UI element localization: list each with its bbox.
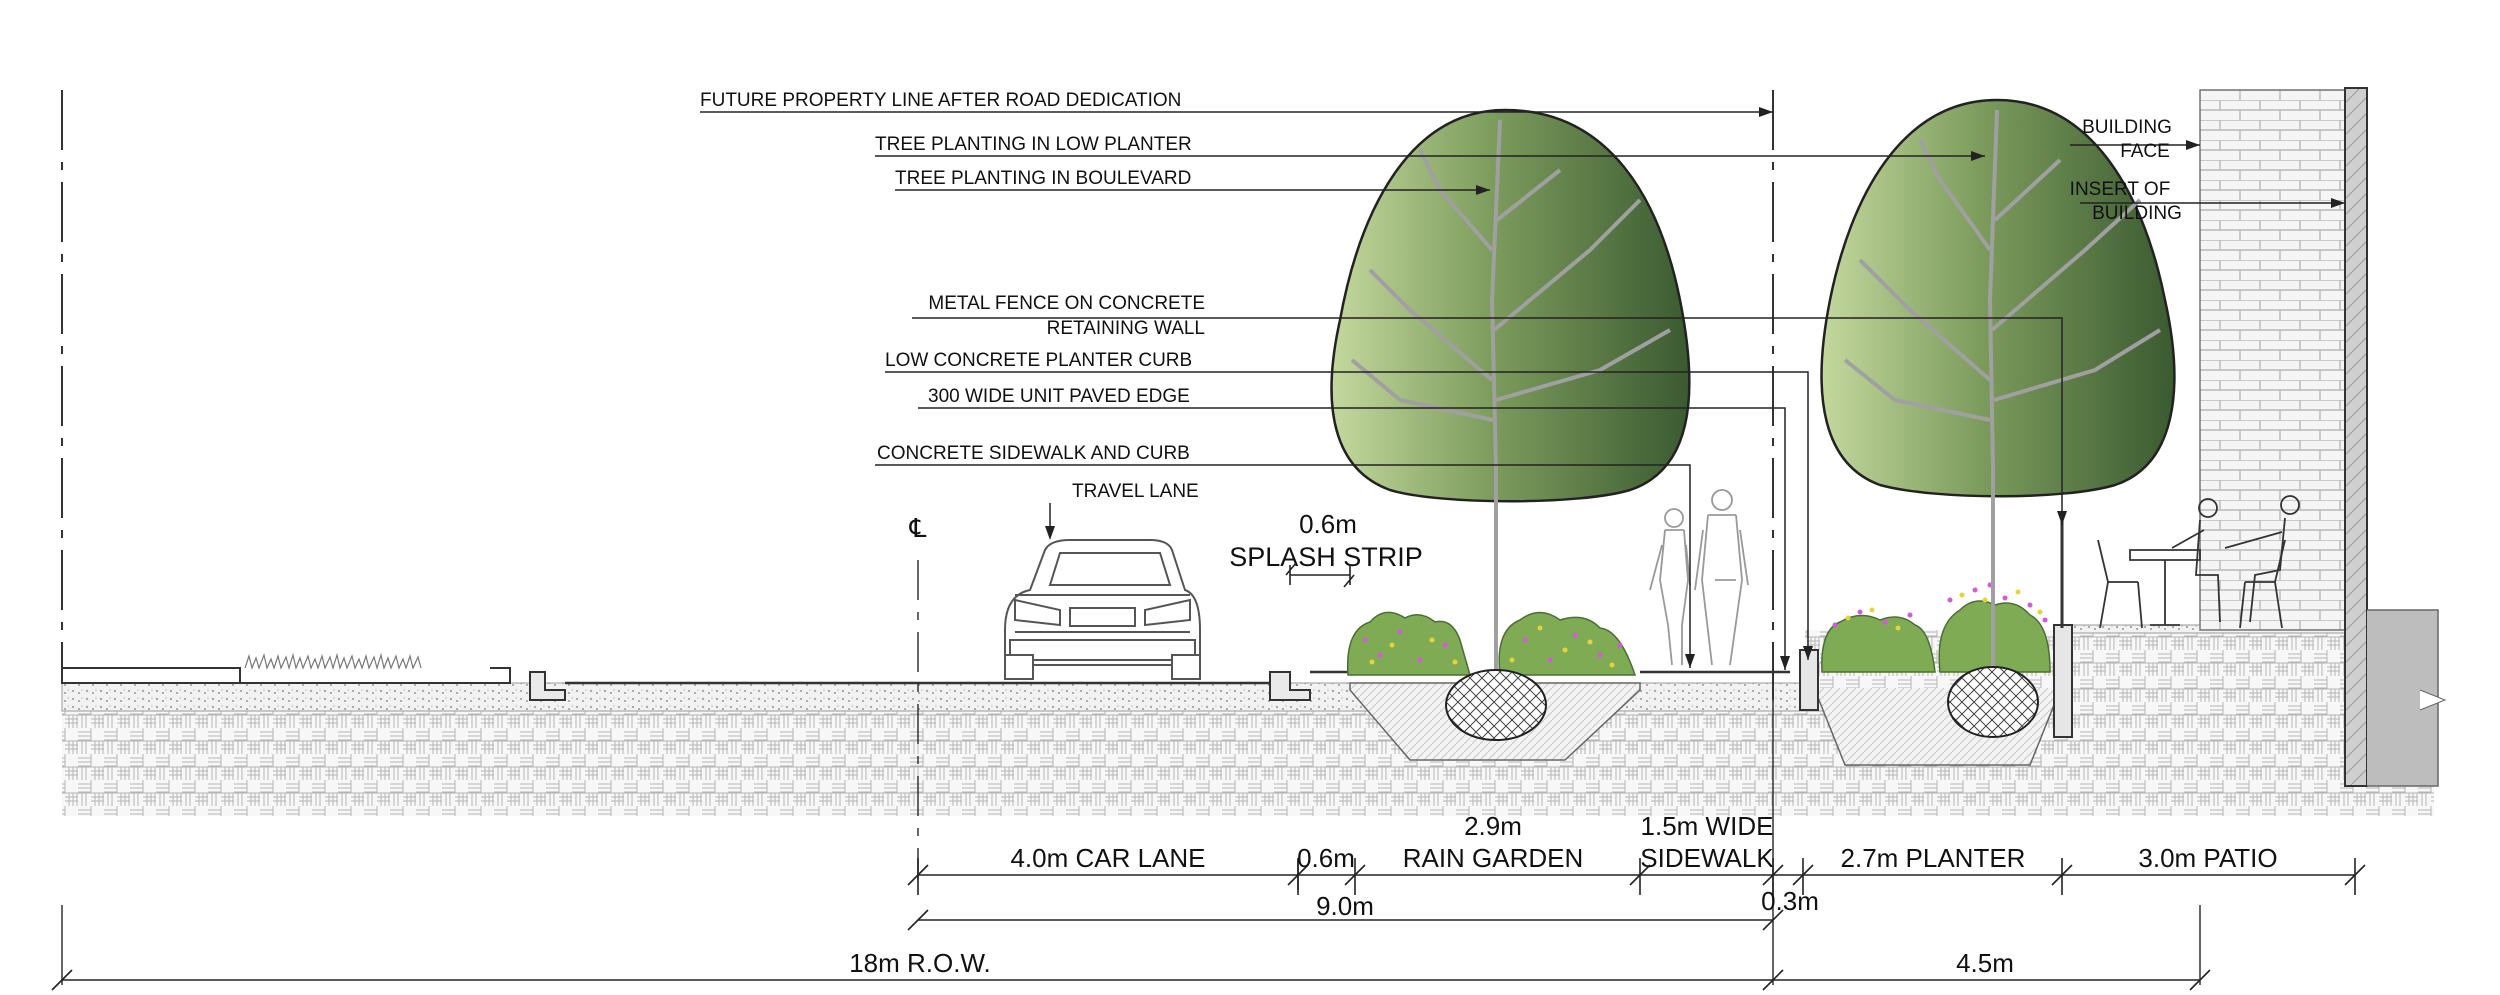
planter-tree — [1820, 98, 2176, 738]
ground-section — [61, 624, 2435, 816]
rain-garden-shrubs — [1346, 611, 1637, 676]
callout-building-face-1: BUILDING — [2082, 117, 2172, 138]
building — [2199, 87, 2447, 787]
centerline-symbol: ℄ — [909, 513, 927, 543]
boulevard-tree — [1330, 108, 1691, 741]
callout-building-face-2: FACE — [2120, 141, 2170, 162]
dim-row: 18m R.O.W. — [849, 948, 991, 978]
patio-furniture-illustration — [2097, 495, 2300, 629]
callout-sidewalk-curb: CONCRETE SIDEWALK AND CURB — [877, 443, 1190, 464]
callout-insert-building-2: BUILDING — [2092, 203, 2182, 224]
dim-car-lane: 4.0m CAR LANE — [1010, 843, 1205, 873]
dim-sidewalk: SIDEWALK — [1640, 843, 1774, 873]
callout-insert-building-1: INSERT OF — [2070, 179, 2171, 200]
car-illustration — [1004, 539, 1201, 680]
dim-rain-garden: RAIN GARDEN — [1403, 843, 1584, 873]
callout-tree-boulevard: TREE PLANTING IN BOULEVARD — [895, 168, 1191, 189]
callout-low-curb: LOW CONCRETE PLANTER CURB — [885, 350, 1192, 371]
dim-patio: 3.0m PATIO — [2138, 843, 2277, 873]
dim-rain-garden-width: 2.9m — [1464, 811, 1522, 841]
callout-future-property-line: FUTURE PROPERTY LINE AFTER ROAD DEDICATI… — [700, 90, 1181, 111]
callouts: FUTURE PROPERTY LINE AFTER ROAD DEDICATI… — [700, 90, 2182, 572]
dim-splash: 0.6m — [1297, 843, 1355, 873]
reference-lines — [61, 90, 2201, 985]
callout-metal-fence: METAL FENCE ON CONCRETE — [928, 293, 1205, 314]
pedestrians-illustration — [1649, 489, 1749, 666]
leader-arrows — [1045, 107, 2345, 670]
callout-travel-lane: TRAVEL LANE — [1072, 481, 1199, 502]
splash-strip-width: 0.6m — [1299, 509, 1357, 539]
dim-roadway-total: 9.0m — [1316, 891, 1374, 921]
callout-paved-edge: 300 WIDE UNIT PAVED EDGE — [928, 386, 1190, 407]
dim-sidewalk-width: 1.5m WIDE — [1641, 811, 1774, 841]
splash-strip-label: SPLASH STRIP — [1229, 542, 1423, 572]
dimension-lines — [51, 562, 2366, 991]
callout-retaining-wall: RETAINING WALL — [1047, 318, 1205, 339]
callout-tree-low-planter: TREE PLANTING IN LOW PLANTER — [875, 134, 1192, 155]
dim-planter: 2.7m PLANTER — [1841, 843, 2026, 873]
dim-edge: 0.3m — [1761, 886, 1819, 916]
leader-lines — [700, 111, 2345, 670]
dim-setback: 4.5m — [1956, 948, 2014, 978]
dimension-labels: 4.0m CAR LANE 0.6m 2.9m RAIN GARDEN 1.5m… — [849, 811, 2277, 978]
